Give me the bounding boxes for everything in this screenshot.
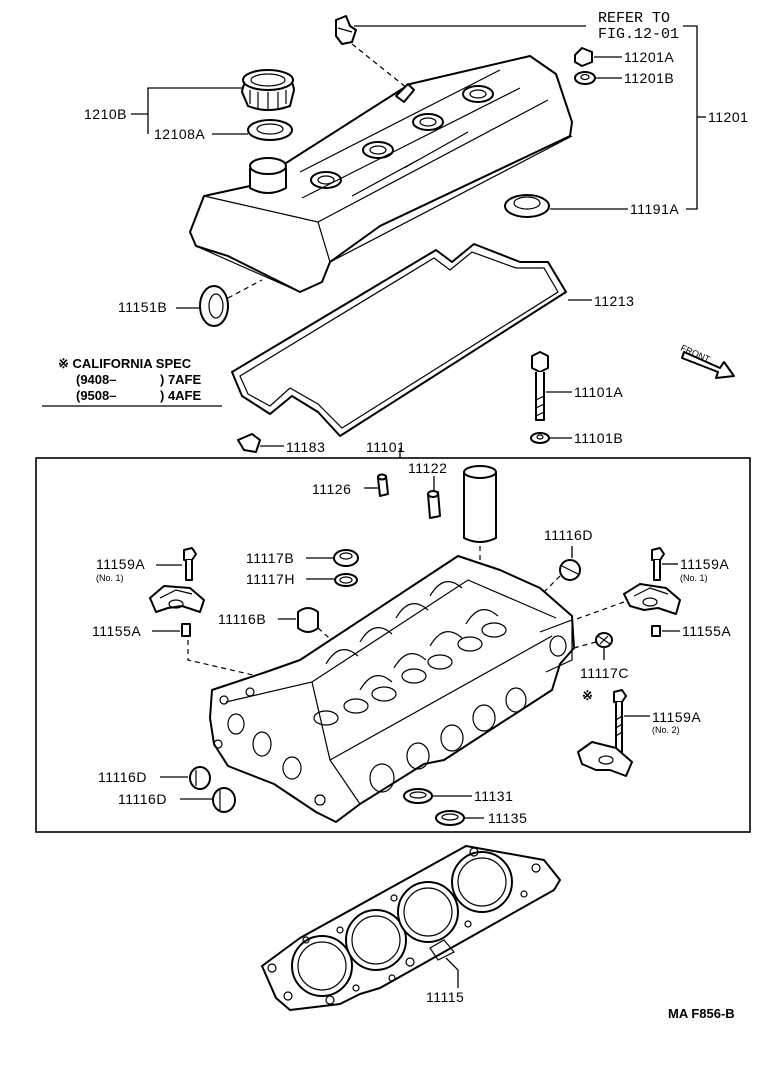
label-11155A-right: 11155A (682, 623, 731, 639)
bracket-11201 (683, 25, 698, 210)
california-row2-code: (9508– (76, 388, 116, 403)
washer-11201B-part (574, 71, 596, 85)
seal-11191A-part (504, 194, 550, 218)
front-arrow (681, 351, 735, 379)
pin-11155A-left-part (181, 623, 191, 637)
bolt-11101A-part (531, 351, 549, 421)
label-11116D-top: 11116D (544, 527, 593, 543)
gasket-11117H-part (334, 573, 358, 587)
plug-11117B-part (333, 549, 359, 567)
pin-11122-part (427, 490, 441, 519)
label-11117H: 11117H (246, 571, 295, 587)
seal-11135-part (435, 810, 465, 826)
asterisk-marker: ※ (582, 688, 593, 703)
dash-cap-right (573, 601, 625, 621)
plug-11116D-a-part (189, 766, 211, 790)
washer-11101B-part (530, 432, 550, 444)
valve-cover-gasket-part (231, 243, 567, 437)
label-11151B: 11151B (118, 299, 167, 315)
refer-to-line1: REFER TO (598, 10, 670, 27)
plug-11116B-part (297, 607, 319, 633)
california-row1-code: (9408– (76, 372, 116, 387)
label-11116D-b: 11116D (118, 791, 167, 807)
california-row2-model: ) 4AFE (160, 388, 202, 403)
label-11213: 11213 (594, 293, 634, 309)
pin-11155A-right-part (651, 625, 661, 637)
label-11117C: 11117C (580, 665, 629, 681)
label-1210B: 1210B (84, 106, 127, 122)
plug-11183-part (237, 433, 261, 453)
refer-to-line2: FIG.12-01 (598, 26, 679, 43)
california-row1-model: ) 7AFE (160, 372, 202, 387)
plug-11117C-part (595, 632, 613, 648)
note-no2: (No. 2) (652, 725, 680, 735)
label-12108A: 12108A (154, 126, 205, 142)
seal-11131-part (403, 788, 433, 804)
sleeve-part (463, 465, 497, 543)
label-11116D-a: 11116D (98, 769, 147, 785)
oil-filler-cap-part (241, 69, 295, 111)
label-11159A-lower: 11159A (652, 709, 701, 725)
leader-1210B (131, 87, 244, 115)
pin-11126-part (377, 473, 389, 497)
plug-11116D-top-part (559, 559, 581, 581)
leader-11115 (445, 957, 459, 988)
plug-11116D-b-part (212, 787, 236, 813)
label-11201B: 11201B (624, 70, 674, 86)
label-11183: 11183 (286, 439, 325, 455)
label-11201A: 11201A (624, 49, 674, 65)
bearing-cap-left-part (149, 585, 205, 613)
bearing-cap-lower-part (577, 741, 633, 777)
label-11115: 11115 (426, 989, 464, 1005)
cylinder-head-group-box (35, 457, 751, 833)
label-11126: 11126 (312, 481, 351, 497)
dash-vent (351, 43, 413, 93)
seal-11151B-part (199, 285, 229, 327)
label-11116B: 11116B (218, 611, 266, 627)
california-spec-title: ※ CALIFORNIA SPEC (58, 356, 192, 371)
label-11159A-right: 11159A (680, 556, 729, 572)
note-no1-left: (No. 1) (96, 573, 124, 583)
label-11155A-left: 11155A (92, 623, 141, 639)
valve-cover-part (189, 55, 573, 293)
dash-11151B (227, 279, 263, 299)
bearing-cap-right-part (623, 583, 681, 615)
label-11131: 11131 (474, 788, 513, 804)
dash-11117C (573, 641, 597, 649)
gasket-12108A-part (247, 119, 293, 141)
label-11191A: 11191A (630, 201, 679, 217)
dash-11116D-top (539, 575, 561, 597)
label-11159A-left: 11159A (96, 556, 145, 572)
label-11101A: 11101A (574, 384, 623, 400)
label-11101B: 11101B (574, 430, 623, 446)
label-11117B: 11117B (246, 550, 294, 566)
bolt-11159A-left-part (183, 547, 197, 581)
note-no1-right: (No. 1) (680, 573, 708, 583)
vent-fitting-part (335, 15, 357, 45)
nut-11201A-part (574, 47, 593, 67)
bolt-11159A-right-part (651, 547, 665, 581)
cylinder-head-part (209, 555, 575, 823)
label-11101: 11101 (366, 439, 405, 455)
figure-code: MA F856-B (668, 1006, 735, 1021)
label-11201: 11201 (708, 109, 748, 125)
label-11135: 11135 (488, 810, 527, 826)
bolt-11159A-lower-part (613, 689, 627, 753)
label-11122: 11122 (408, 460, 447, 476)
head-gasket-part (261, 845, 561, 1011)
